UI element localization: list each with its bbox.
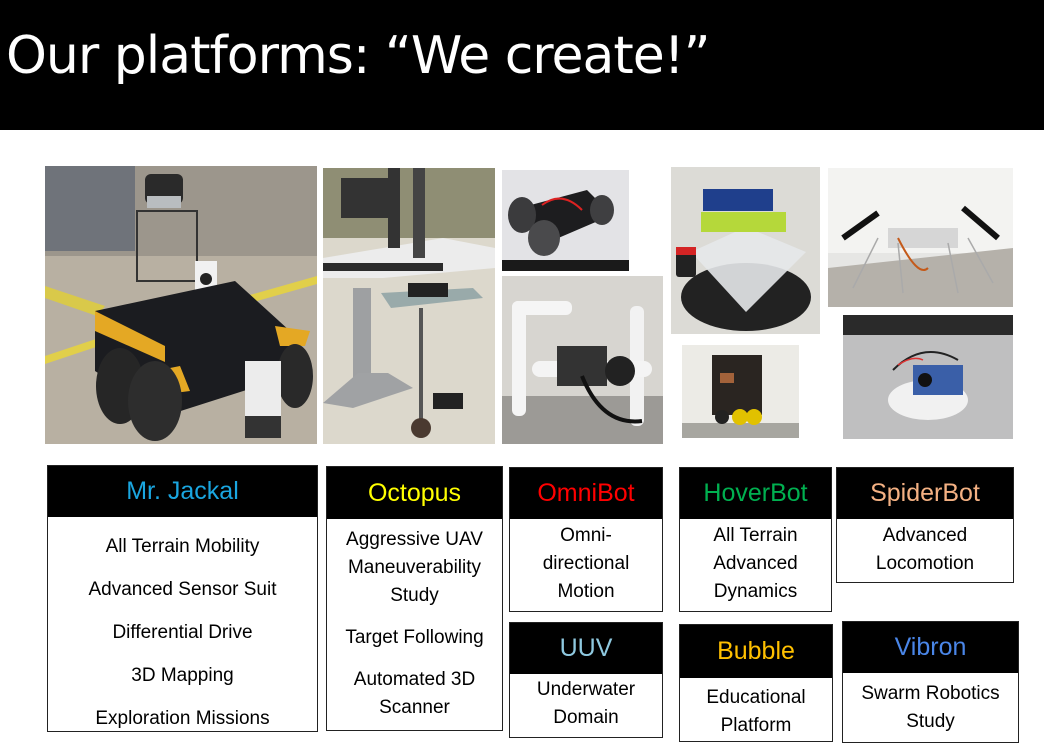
feature-item: Swarm Robotics Study (861, 683, 1000, 732)
feature-item: Educational Platform (706, 687, 806, 736)
platform-card-header: Octopus (327, 467, 502, 519)
photo-hoverbot (671, 167, 820, 334)
feature-item: Omni-directional Motion (542, 525, 630, 602)
platform-name: HoverBot (703, 479, 808, 507)
feature-item: Advanced Locomotion (875, 525, 975, 574)
platform-card-hoverbot: HoverBot All Terrain Advanced Dynamics (679, 467, 832, 612)
platform-card-uuv: UUV Underwater Domain (509, 622, 663, 738)
platform-name: Bubble (717, 637, 795, 665)
photo-bubble (682, 345, 799, 438)
feature-item: 3D Mapping (131, 665, 234, 686)
feature-item: Aggressive UAV Maneuverability Study (346, 529, 483, 606)
platform-card-header: Vibron (843, 622, 1018, 673)
feature-item: All Terrain Advanced Dynamics (713, 525, 798, 602)
platform-card-vibron: Vibron Swarm Robotics Study (842, 621, 1019, 743)
photo-mr-jackal (45, 166, 317, 444)
photo-vibron (843, 315, 1013, 439)
platform-name: OmniBot (537, 479, 635, 507)
platform-card-header: UUV (510, 623, 662, 674)
feature-item: Underwater Domain (536, 679, 636, 728)
feature-item: Exploration Missions (95, 708, 270, 729)
platform-card-header: Mr. Jackal (48, 466, 317, 517)
platform-name: UUV (559, 634, 613, 662)
platform-card-header: SpiderBot (837, 468, 1013, 519)
platform-card-omnibot: OmniBot Omni-directional Motion (509, 467, 663, 612)
photo-octopus (323, 168, 495, 444)
photo-spiderbot (828, 168, 1013, 307)
platform-card-header: OmniBot (510, 468, 662, 519)
feature-item: Differential Drive (112, 622, 253, 643)
platform-card-spiderbot: SpiderBot Advanced Locomotion (836, 467, 1014, 583)
platform-card-header: Bubble (680, 625, 832, 678)
platform-card-mr-jackal: Mr. Jackal All Terrain Mobility Advanced… (47, 465, 318, 732)
feature-item: Target Following (345, 627, 484, 648)
photo-uuv (502, 276, 663, 444)
platform-card-octopus: Octopus Aggressive UAV Maneuverability S… (326, 466, 503, 731)
platform-name: Mr. Jackal (126, 477, 239, 505)
feature-item: All Terrain Mobility (105, 536, 260, 557)
platform-card-bubble: Bubble Educational Platform (679, 624, 833, 742)
platform-name: Octopus (367, 478, 462, 507)
platform-name: Vibron (894, 633, 967, 661)
photo-omnibot (502, 170, 629, 271)
platform-card-header: HoverBot (680, 468, 831, 519)
slide-title: Our platforms: “We create!” (6, 26, 711, 86)
title-bar: Our platforms: “We create!” (0, 0, 1044, 130)
feature-item: Automated 3D Scanner (353, 669, 476, 718)
platform-name: SpiderBot (870, 479, 980, 507)
feature-item: Advanced Sensor Suit (88, 579, 277, 600)
